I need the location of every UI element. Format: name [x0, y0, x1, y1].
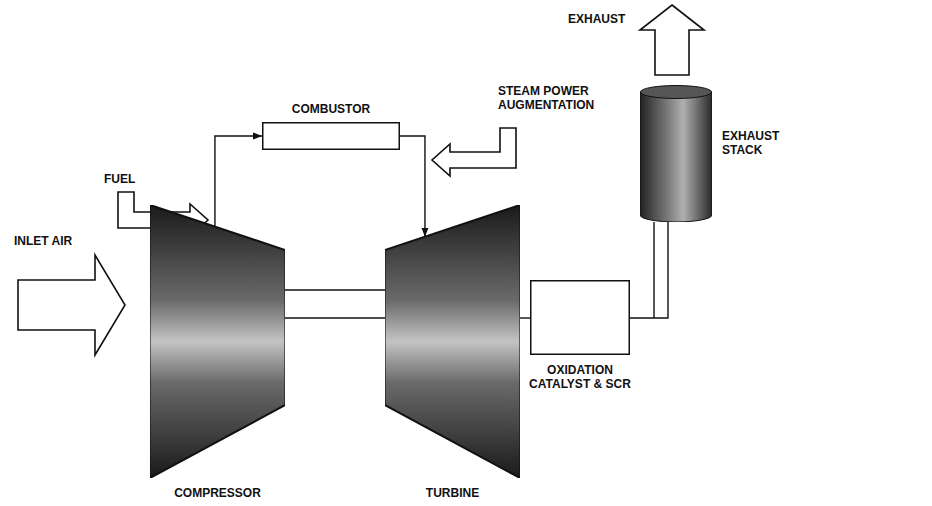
flow-label: INLET AIR: [14, 234, 72, 248]
stack-body: [640, 92, 712, 222]
flow-connector: [630, 222, 668, 318]
flow-label: STEAM POWER AUGMENTATION: [498, 84, 638, 112]
combustor-box: COMBUSTOR: [262, 122, 400, 150]
catalyst-box-border: [531, 281, 630, 355]
flow-connector: [400, 136, 425, 237]
catalyst-box: OXIDATION CATALYST & SCR: [530, 280, 630, 355]
flow-connector: [285, 290, 385, 318]
node-label: OXIDATION CATALYST & SCR: [525, 363, 635, 391]
flow-label: FUEL: [104, 172, 135, 186]
combustor-box-border: [263, 123, 400, 150]
flow-label: EXHAUST: [568, 12, 625, 26]
turbine-rotor: TURBINE: [385, 205, 520, 478]
connector-line: [215, 136, 262, 227]
node-label: COMBUSTOR: [292, 102, 370, 116]
inlet-air-arrow: [18, 255, 125, 355]
connector-line: [630, 222, 668, 318]
flow-connector: [520, 318, 530, 319]
connector-line: [285, 317, 385, 318]
node-label: EXHAUST STACK: [722, 129, 802, 157]
combustor-box-outline: [262, 122, 400, 150]
node-label: COMPRESSOR: [174, 486, 261, 500]
flow-connector: [215, 136, 262, 227]
connector-line: [520, 317, 530, 318]
node-label: TURBINE: [426, 486, 479, 500]
compressor-rotor-body: [150, 205, 285, 478]
catalyst-box-outline: [530, 280, 630, 355]
exhaust-arrow: [640, 5, 704, 75]
connector-line: [653, 222, 654, 318]
compressor-rotor: COMPRESSOR: [150, 205, 285, 478]
connector-line: [400, 136, 425, 237]
exhaust-stack: EXHAUST STACK: [640, 85, 712, 222]
turbine-rotor-body: [385, 205, 520, 478]
stack-top: [641, 86, 712, 99]
steam-arrow: [432, 128, 516, 176]
turbine-rotor-outline: [385, 205, 520, 478]
connector-line: [285, 289, 385, 290]
compressor-rotor-outline: [150, 205, 285, 478]
exhaust-stack-outline: [640, 85, 712, 222]
